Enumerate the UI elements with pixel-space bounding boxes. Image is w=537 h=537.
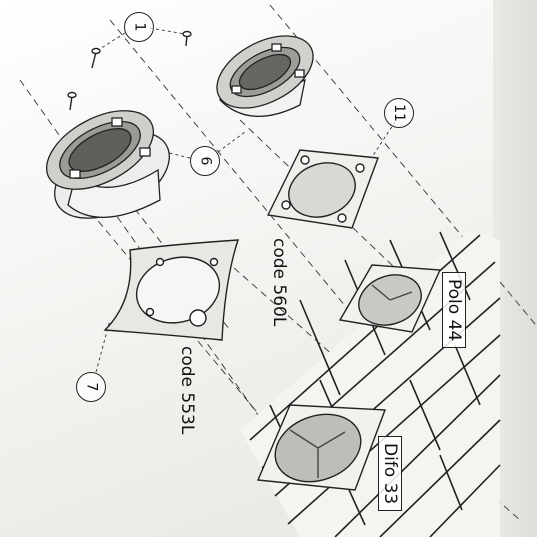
polo-44-mounting-box [338,264,442,333]
difo-33-mounting-box [256,404,386,491]
callout-item-6: 6 [190,146,220,176]
callout-item-7: 7 [76,372,106,402]
screw-icon [67,30,192,111]
label-difo-33: Difo 33 [378,436,402,512]
flange-adapter-plate [103,239,239,341]
paper-edge-shadow [493,0,537,537]
callout-item-1: 1 [124,12,154,42]
label-polo-44: Polo 44 [442,272,466,349]
callout-item-11: 11 [384,98,414,128]
label-code-553l: code 553L [177,346,197,435]
label-code-560l: code 560L [269,238,289,327]
speaker-housing-left [45,110,170,219]
square-adapter-plate [266,149,379,229]
speaker-housing-right [216,35,314,117]
